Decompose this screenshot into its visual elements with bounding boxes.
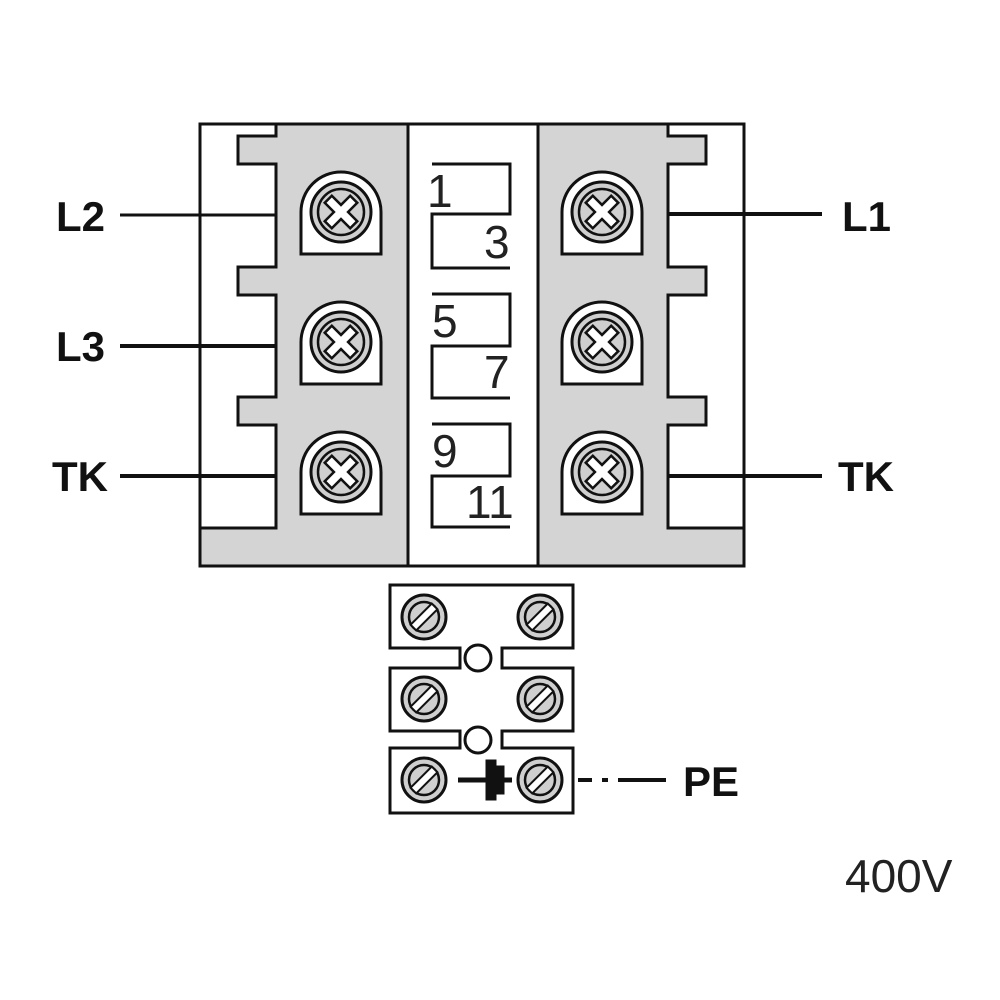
mounting-hole — [463, 643, 493, 673]
bracket-9-11 — [430, 422, 512, 529]
small-screw-icon — [400, 675, 448, 723]
screw-icon — [560, 170, 644, 256]
small-screw-icon — [516, 675, 564, 723]
terminal-number-3: 3 — [484, 216, 510, 268]
terminal-number-7: 7 — [484, 346, 510, 398]
small-screw-icon — [516, 756, 564, 804]
screw-icon — [299, 430, 383, 516]
label-l1: L1 — [842, 193, 891, 240]
terminal-number-9: 9 — [432, 425, 458, 477]
wire-lines — [120, 212, 822, 478]
small-screw-icon — [516, 593, 564, 641]
voltage-label: 400V — [845, 850, 953, 902]
terminal-number-1: 1 — [427, 165, 453, 217]
label-pe: PE — [683, 758, 739, 805]
bracket-1-3 — [430, 162, 512, 270]
screw-icon — [299, 300, 383, 386]
small-screw-icon — [400, 756, 448, 804]
label-tk-left: TK — [52, 453, 108, 500]
label-l3: L3 — [56, 323, 105, 370]
label-tk-right: TK — [838, 453, 894, 500]
terminal-number-11: 11 — [466, 476, 514, 528]
terminal-number-5: 5 — [432, 295, 458, 347]
bracket-5-7 — [430, 292, 512, 400]
label-l2: L2 — [56, 193, 105, 240]
earth-bridge-icon — [458, 759, 512, 801]
screw-icon — [560, 430, 644, 516]
small-screw-icon — [400, 593, 448, 641]
screw-icon — [560, 300, 644, 386]
screw-icon — [299, 170, 383, 256]
pe-terminal-block — [388, 583, 575, 815]
mounting-hole — [463, 725, 493, 755]
